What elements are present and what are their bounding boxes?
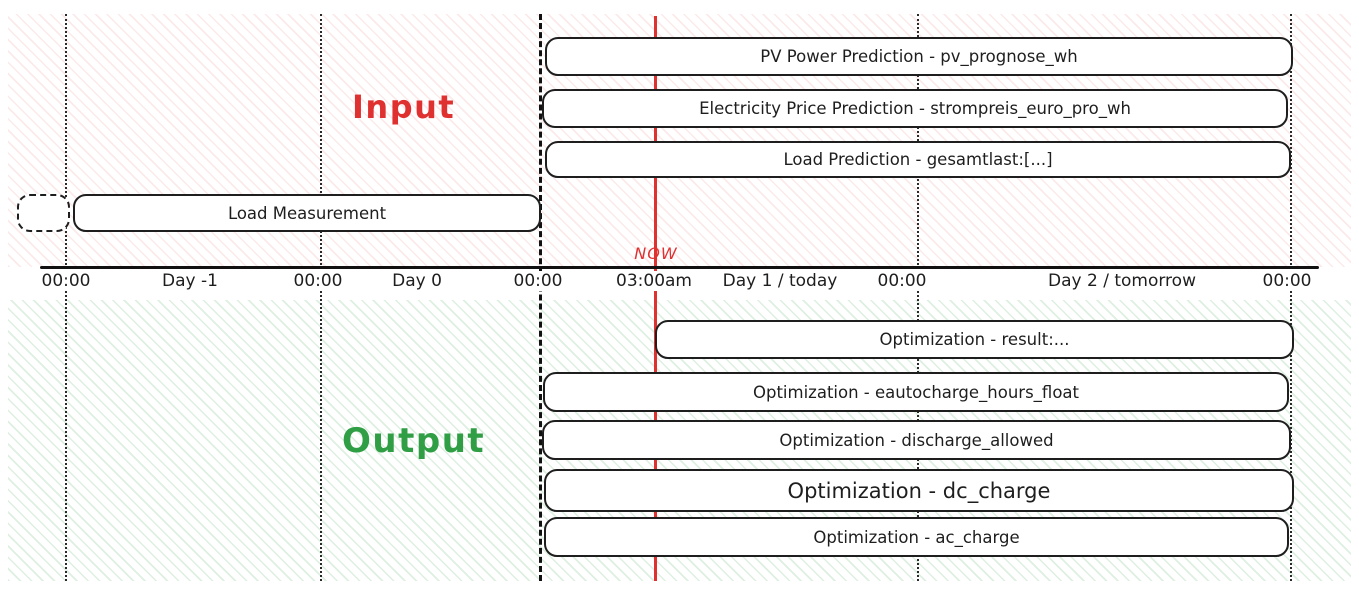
bar-electricity-price-prediction: Electricity Price Prediction - stromprei…	[542, 89, 1288, 128]
tick-0000-a: 00:00	[36, 271, 96, 291]
tick-0000-b: 00:00	[288, 271, 348, 291]
bar-optimization-result: Optimization - result:...	[655, 320, 1294, 359]
bar-optimization-dc-charge: Optimization - dc_charge	[544, 469, 1294, 512]
tick-day0: Day 0	[387, 271, 447, 291]
tick-day-minus1: Day -1	[157, 271, 223, 291]
tick-day2-tomorrow: Day 2 / tomorrow	[1043, 271, 1201, 291]
now-label: NOW	[634, 244, 678, 263]
input-section-label: Input	[352, 88, 456, 126]
bar-optimization-eautocharge-hours-float: Optimization - eautocharge_hours_float	[543, 372, 1289, 412]
tick-0300am: 03:00am	[611, 271, 697, 291]
bar-pv-power-prediction: PV Power Prediction - pv_prognose_wh	[545, 37, 1293, 76]
bar-optimization-discharge-allowed: Optimization - discharge_allowed	[542, 420, 1291, 460]
output-section-label: Output	[342, 421, 486, 461]
bar-load-measurement: Load Measurement	[73, 194, 541, 232]
load-measurement-stub-box	[17, 194, 70, 232]
gridline-day-minus1-start	[65, 14, 67, 581]
bar-optimization-ac-charge: Optimization - ac_charge	[544, 517, 1289, 557]
timeline-axis	[40, 266, 1319, 269]
gridline-day1-start-dashed	[539, 14, 542, 581]
bar-load-prediction: Load Prediction - gesamtlast:[...]	[545, 141, 1291, 178]
gridline-day2-end	[1290, 14, 1292, 581]
tick-0000-d: 00:00	[872, 271, 932, 291]
tick-0000-c: 00:00	[508, 271, 568, 291]
tick-day1-today: Day 1 / today	[717, 271, 843, 291]
gridline-day2-start	[917, 14, 919, 581]
now-line	[654, 16, 657, 581]
gridline-day0-start	[320, 14, 322, 581]
tick-0000-e: 00:00	[1257, 271, 1317, 291]
